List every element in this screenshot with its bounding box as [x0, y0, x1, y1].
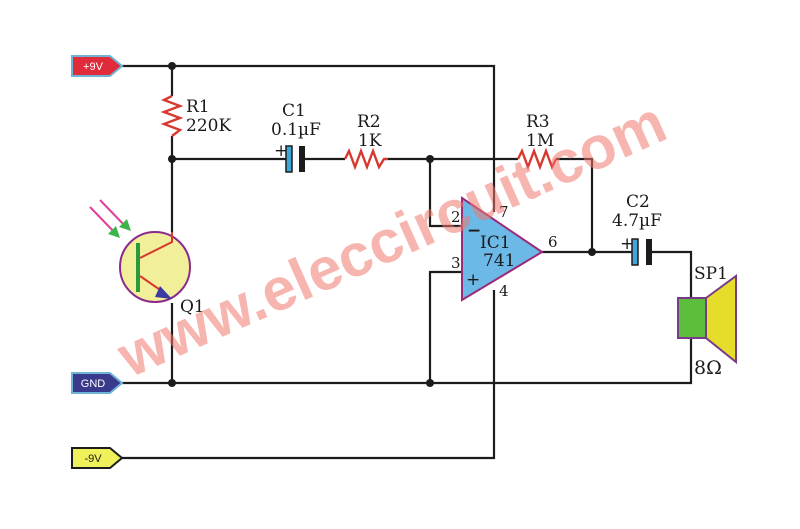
ic1-pin-2: 2: [451, 208, 461, 226]
opamp-ic1: IC1 741 − + 2 3 7 4 6: [451, 196, 558, 302]
r2-value: 1K: [358, 131, 382, 151]
phototransistor-q1: Q1: [89, 199, 205, 317]
ic1-ref: IC1: [480, 233, 511, 253]
capacitor-c2: + C2 4.7µF: [612, 192, 662, 266]
c2-polarity: +: [620, 234, 634, 254]
junction-nodes: [168, 62, 596, 387]
c1-polarity: +: [274, 141, 288, 161]
ic1-pin-6: 6: [548, 233, 558, 251]
c2-value: 4.7µF: [612, 211, 662, 231]
sp1-value: 8Ω: [694, 357, 722, 379]
ic1-plus-sign: +: [466, 270, 480, 290]
resistor-r2: R2 1K: [343, 112, 388, 171]
speaker-sp1: SP1 8Ω: [677, 264, 737, 379]
r1-ref: R1: [186, 97, 210, 117]
ic1-minus-sign: −: [467, 221, 481, 241]
terminal-vminus: -9V: [71, 447, 124, 469]
terminal-gnd: GND: [71, 372, 124, 394]
c1-ref: C1: [282, 101, 306, 121]
c2-ref: C2: [626, 192, 650, 212]
light-arrows-icon: [89, 199, 131, 238]
ic1-pin-3: 3: [451, 254, 461, 272]
resistor-r1: R1 220K: [160, 94, 231, 137]
ic1-pin-7: 7: [499, 203, 509, 221]
terminal-gnd-label: GND: [81, 378, 106, 390]
capacitor-c1: + C1 0.1µF: [271, 101, 321, 173]
r3-ref: R3: [526, 112, 550, 132]
ic1-part: 741: [483, 251, 515, 271]
terminal-vplus-label: +9V: [83, 61, 104, 73]
terminal-vplus: +9V: [71, 55, 124, 77]
terminal-vminus-label: -9V: [84, 453, 102, 465]
r3-value: 1M: [526, 131, 554, 151]
c1-value: 0.1µF: [271, 120, 321, 140]
q1-ref: Q1: [180, 297, 205, 317]
resistor-r3: R3 1M: [516, 112, 558, 171]
sp1-ref: SP1: [694, 264, 728, 284]
ic1-pin-4: 4: [499, 282, 509, 300]
r2-ref: R2: [357, 112, 381, 132]
r1-value: 220K: [186, 116, 231, 136]
